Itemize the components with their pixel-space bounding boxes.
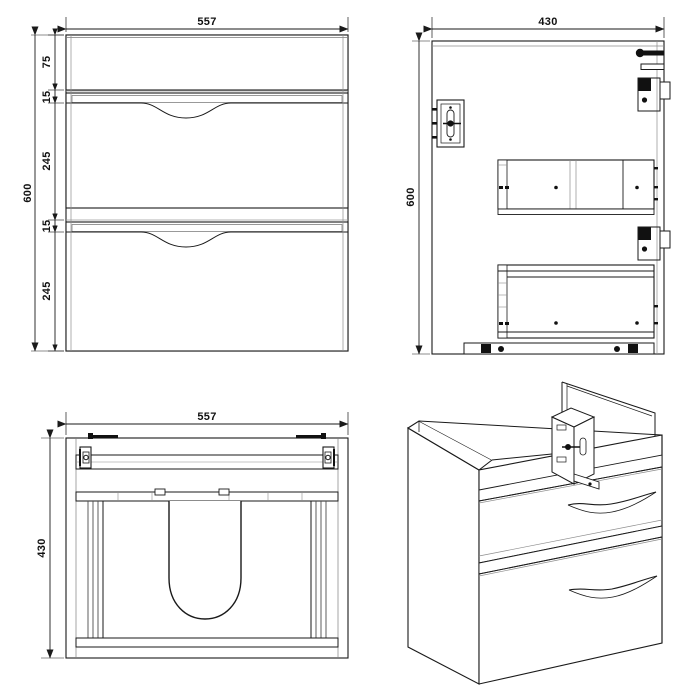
- side-base-plinth: [463, 342, 655, 355]
- iso-handle-wave-top: [567, 491, 657, 506]
- dim-front-height: 600: [22, 26, 64, 352]
- view-top-plan: 557 430: [36, 411, 349, 659]
- dim-front-width: 557: [57, 16, 349, 33]
- wall-mount-bracket-icon: [432, 99, 465, 148]
- front-drawer-face-top[interactable]: [65, 90, 349, 209]
- dim-label-top-width: 557: [197, 411, 216, 423]
- side-drawer-box-top[interactable]: [497, 159, 658, 215]
- dim-label-front-h3: 245: [41, 151, 53, 170]
- front-handle-wave-top: [66, 102, 348, 119]
- top-rear-rail: [75, 454, 339, 470]
- iso-handle-wave-bottom: [568, 575, 658, 591]
- dim-label-front-height: 600: [22, 183, 34, 202]
- iso-front-body: [478, 434, 663, 685]
- side-drawer-box-bottom[interactable]: [497, 264, 658, 339]
- view-front-elevation: 557 600 75 15 245: [22, 16, 349, 352]
- top-hinge-bracket-right: [296, 433, 335, 469]
- top-basin-cutout: [168, 501, 242, 620]
- front-top-rail: [65, 34, 349, 91]
- top-bottom-rail: [75, 637, 339, 648]
- iso-drawer-front-bottom[interactable]: [478, 525, 663, 599]
- top-side-rail-left: [87, 501, 104, 638]
- dim-label-side-height: 600: [405, 187, 417, 206]
- dim-label-front-width: 557: [197, 16, 216, 28]
- top-side-rail-right: [310, 501, 327, 638]
- dim-label-front-h2: 15: [41, 91, 53, 104]
- dim-label-side-width: 430: [538, 16, 557, 28]
- dim-top-depth: 430: [36, 429, 64, 659]
- dim-side-height: 600: [405, 32, 430, 355]
- view-side-section: 430 600: [405, 16, 671, 355]
- side-fixing-top: [635, 48, 671, 112]
- top-hinge-bracket-left: [79, 433, 118, 469]
- side-fixing-mid: [637, 226, 671, 261]
- top-front-panel-band: [75, 488, 339, 502]
- front-drawer-face-bottom[interactable]: [65, 219, 349, 352]
- dim-side-width: 430: [423, 16, 665, 38]
- dim-label-top-depth: 430: [36, 538, 48, 557]
- view-isometric: [406, 381, 663, 685]
- dim-label-front-h5: 245: [41, 281, 53, 300]
- dim-top-width: 557: [57, 411, 349, 435]
- dim-label-front-h1: 75: [41, 56, 53, 69]
- dim-label-front-h4: 15: [41, 220, 53, 233]
- iso-wall-bracket-detail: [550, 407, 600, 490]
- front-handle-wave-bottom: [66, 231, 348, 248]
- dim-front-chain: 75 15 245 15 245: [41, 28, 64, 352]
